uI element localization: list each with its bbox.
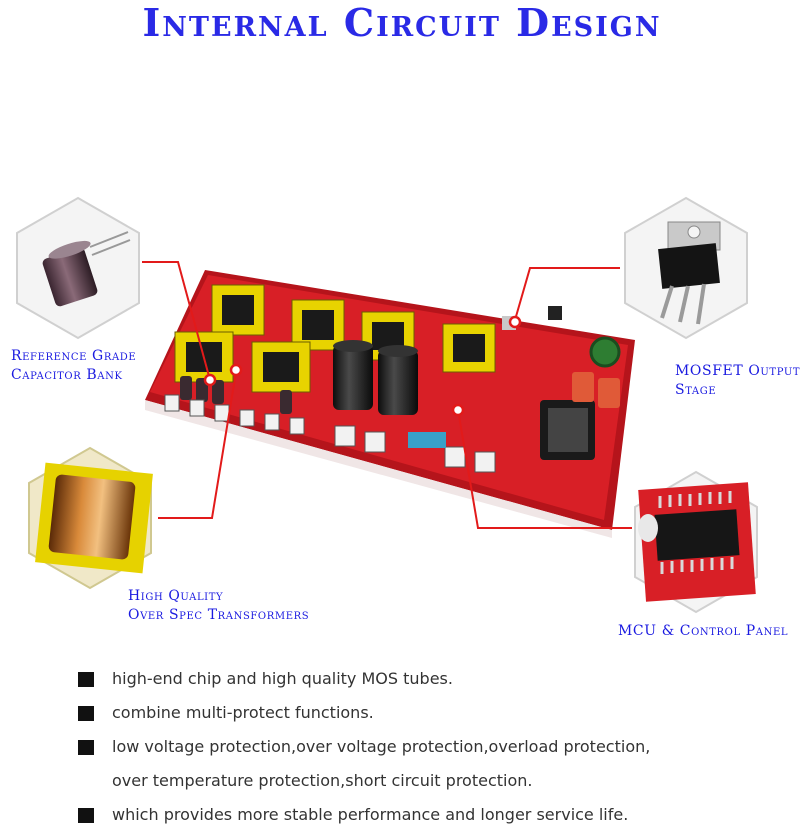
feature-text-continued: over temperature protection,short circui… — [112, 771, 533, 790]
bulk-capacitors — [333, 340, 418, 415]
capacitor-callout-image — [16, 196, 140, 340]
feature-text: high-end chip and high quality MOS tubes… — [112, 669, 453, 688]
bullet-square-icon — [78, 740, 94, 755]
transformer-label-line2: Over Spec Transformers — [128, 607, 310, 623]
mosfet-label-line1: MOSFET Output — [675, 363, 801, 379]
pcb-board — [145, 270, 635, 538]
bullet-square-icon — [78, 706, 94, 721]
mcu-callout-image — [634, 470, 758, 614]
bullet-square-icon — [78, 672, 94, 687]
feature-text: which provides more stable performance a… — [112, 805, 629, 824]
small-capacitors — [180, 376, 292, 414]
mosfet-label: MOSFET Output Stage — [675, 362, 800, 400]
feature-item: low voltage protection,over voltage prot… — [78, 730, 778, 798]
feature-text: low voltage protection,over voltage prot… — [112, 737, 651, 756]
transformer-label: High Quality Over Spec Transformers — [128, 587, 309, 625]
mosfet-row — [164, 394, 496, 473]
transformer-group — [174, 284, 496, 393]
capacitor-label-line1: Reference Grade — [11, 348, 137, 364]
mcu-label-line1: MCU & Control Panel — [618, 623, 789, 639]
feature-item: high-end chip and high quality MOS tubes… — [78, 662, 778, 696]
feature-list: high-end chip and high quality MOS tubes… — [78, 662, 778, 832]
feature-item: which provides more stable performance a… — [78, 798, 778, 832]
capacitor-label-line2: Capacitor Bank — [11, 367, 123, 383]
capacitor-label: Reference Grade Capacitor Bank — [11, 347, 136, 385]
feature-text: combine multi-protect functions. — [112, 703, 374, 722]
page-title: Internal Circuit Design — [142, 0, 662, 45]
feature-item: combine multi-protect functions. — [78, 696, 778, 730]
bullet-square-icon — [78, 808, 94, 823]
leader-lines — [142, 261, 632, 529]
mosfet-label-line2: Stage — [675, 382, 717, 398]
mosfet-callout-image — [624, 196, 748, 340]
transformer-label-line1: High Quality — [128, 588, 224, 604]
mcu-label: MCU & Control Panel — [618, 622, 788, 641]
transformer-callout-image — [28, 446, 153, 590]
circuit-illustration — [16, 196, 758, 614]
leader-dots — [203, 315, 522, 417]
control-section — [408, 306, 621, 460]
